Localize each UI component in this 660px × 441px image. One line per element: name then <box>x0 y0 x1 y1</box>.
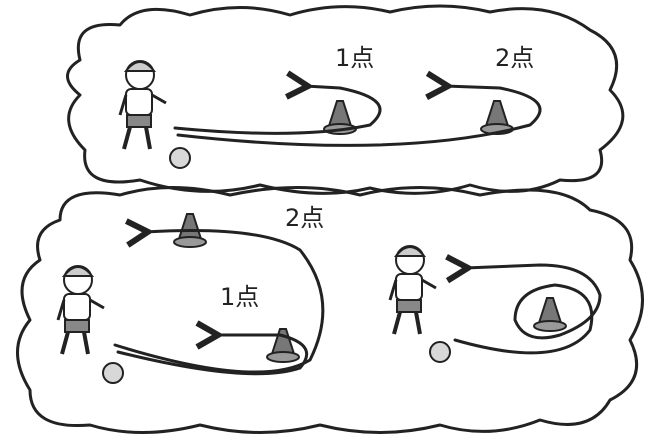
top-cloud <box>66 4 625 195</box>
bottom-cloud <box>16 186 644 434</box>
label-bottom-1pt: 1点 <box>220 283 259 311</box>
ball-top <box>169 147 191 169</box>
child-bottom-left <box>56 264 106 356</box>
child-top <box>118 59 168 151</box>
path-top-near <box>173 86 382 135</box>
ball-bottom-right <box>429 341 451 363</box>
label-bottom-2pt: 2点 <box>285 204 324 232</box>
label-top-2pt: 2点 <box>495 44 534 72</box>
path-top-far <box>176 86 542 147</box>
path-spiral <box>455 265 602 355</box>
child-bottom-right <box>388 244 438 336</box>
label-top-1pt: 1点 <box>335 44 374 72</box>
cone-bottom-right <box>533 297 567 332</box>
ball-bottom-left <box>102 362 124 384</box>
path-bottom-near <box>116 335 309 376</box>
path-bottom-far <box>113 230 325 374</box>
